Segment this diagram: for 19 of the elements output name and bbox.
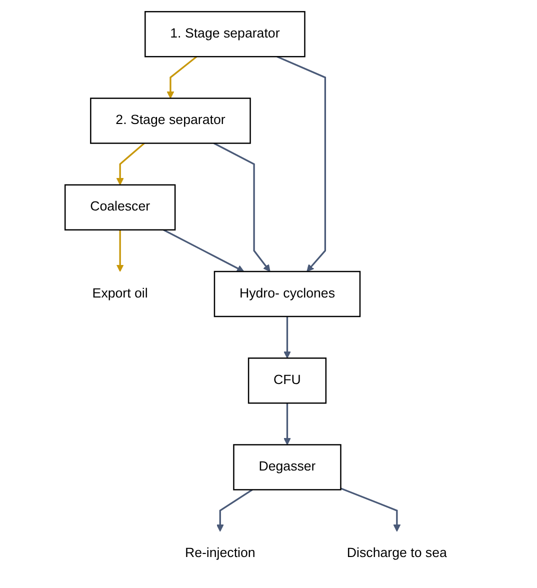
arrow: [163, 229, 244, 272]
arrow: [284, 316, 291, 358]
arrow: [276, 56, 326, 272]
node-text: Re-injection: [184, 546, 256, 561]
node-text: Discharge to sea: [346, 546, 447, 561]
node-box: 1. Stage separator: [144, 11, 306, 58]
node-box: 2. Stage separator: [90, 98, 251, 144]
arrow: [166, 56, 198, 99]
arrow: [216, 489, 253, 532]
arrow: [340, 488, 401, 532]
arrow: [116, 230, 124, 272]
node-box: Coalescer: [64, 184, 176, 230]
arrow: [284, 403, 291, 446]
node-text: Export oil: [92, 286, 148, 301]
node-box: CFU: [248, 358, 327, 404]
arrow: [116, 142, 145, 186]
node-box: Degasser: [233, 444, 342, 490]
arrow: [213, 142, 270, 272]
node-box: Hydro- cyclones: [214, 270, 361, 318]
